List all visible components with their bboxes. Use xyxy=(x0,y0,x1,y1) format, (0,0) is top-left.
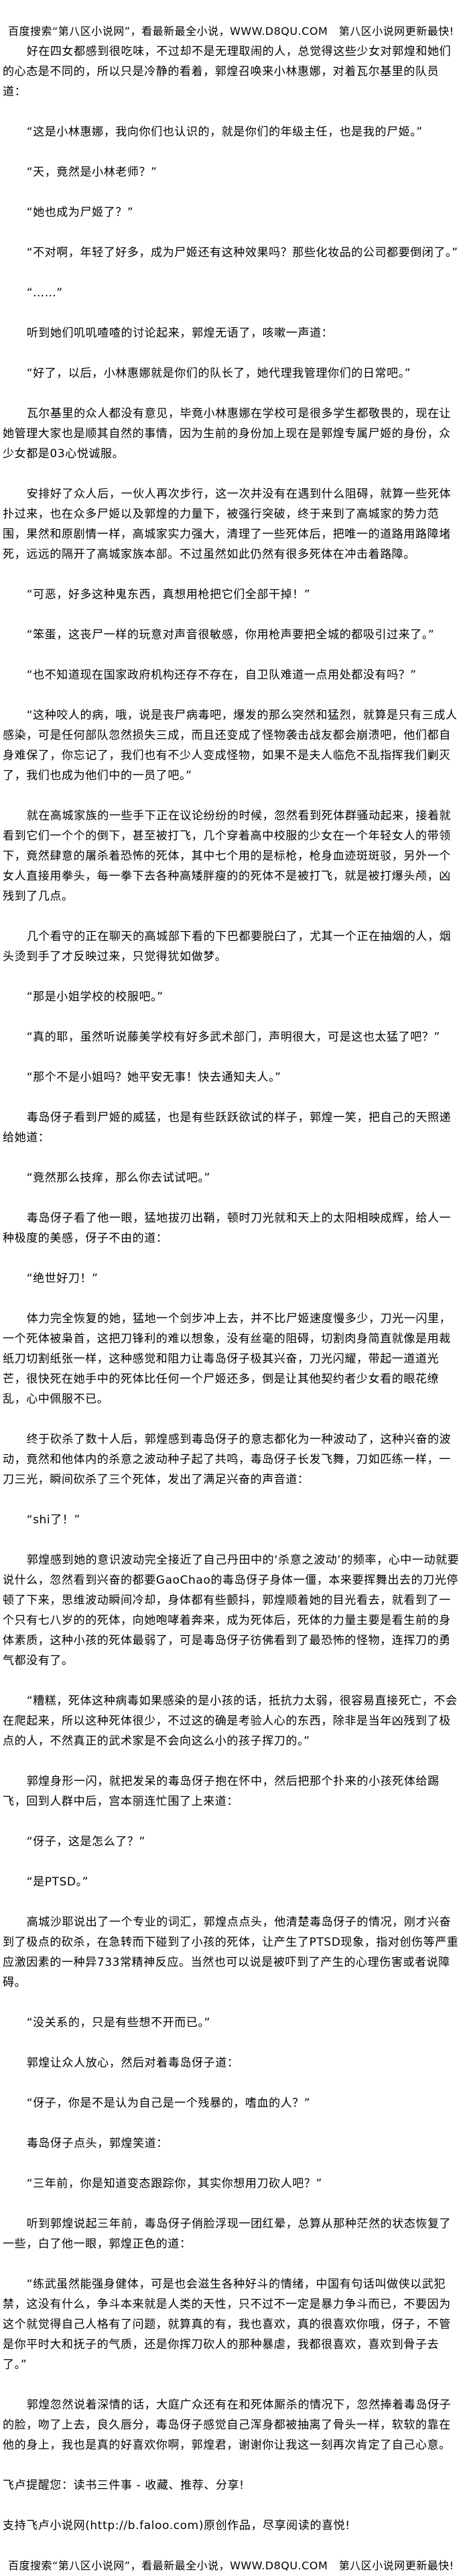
dialogue-paragraph: “是PTSD。” xyxy=(26,1875,89,1889)
dialogue-paragraph: “真的耶，虽然听说藤美学校有好多武术部门，声明很大，可是这也太猛了吧？” xyxy=(26,1031,440,1044)
dialogue-paragraph: “笨蛋，这丧尸一样的玩意对声音很敏感，你用枪声要把全城的都吸引过来了。” xyxy=(26,628,435,642)
paragraph: 毒岛伢子点头，郭煌笑道： xyxy=(26,2137,168,2150)
dialogue-paragraph: “不对啊，年轻了好多，成为尸姬还有这种效果吗？那些化妆品的公司都要倒闭了。” xyxy=(26,246,458,259)
dialogue-paragraph: “那是小姐学校的校服吧。” xyxy=(26,990,163,1004)
reading-reminder: 飞卢提醒您：读书三件事 - 收藏、推荐、分享! xyxy=(3,2479,245,2492)
dialogue-paragraph: “这种咬人的病，哦，说是丧尸病毒吧，爆发的那么突然和猛烈，就算是只有三成人感染，… xyxy=(3,709,458,782)
paragraph: 瓦尔基里的众人都没有意见，毕竟小林惠娜在学校可是很多学生都敬畏的，现在让她管理大… xyxy=(3,407,452,461)
support-note: 支持飞卢小说网(http://b.faloo.com)原创作品，尽享阅读的喜悦! xyxy=(3,2519,350,2532)
dialogue-paragraph: “这是小林惠娜，我向你们也认识的，就是你们的年级主任，也是我的尸姬。” xyxy=(26,125,423,139)
paragraph: 就在高城家族的一些手下正在议论纷纷的时候，忽然看到死体群骚动起来，接着就看到它们… xyxy=(3,809,452,903)
dialogue-paragraph: “伢子，你是不是认为自己是一个残暴的，嗜血的人？” xyxy=(26,2097,311,2110)
paragraph: 毒岛伢子看到尸姬的威猛，也是有些跃跃欲试的样子，郭煌一笑，把自己的天照递给她道： xyxy=(3,1111,452,1145)
paragraph: 体力完全恢复的她，猛地一个剑步冲上去，并不比尸姬速度慢多少，刀光一闪里，一个死体… xyxy=(3,1312,452,1406)
paragraph: 听到郭煌说起三年前，毒岛伢子俏脸浮现一团红晕，总算从那种茫然的状态恢复了一些，白… xyxy=(3,2217,452,2251)
dialogue-paragraph: “练武虽然能强身健体，可是也会滋生各种好斗的情绪，中国有句话叫做侠以武犯禁，这没… xyxy=(3,2278,451,2372)
dialogue-paragraph: “shi了！” xyxy=(26,1513,80,1527)
dialogue-paragraph: “也不知道现在国家政府机构还存不存在，自卫队难道一点用处都没有吗？” xyxy=(26,668,417,682)
dialogue-paragraph: “三年前，你是知道变态跟踪你，其实你想用刀砍人吧？” xyxy=(26,2177,322,2190)
dialogue-paragraph: “没关系的，只是有些想不开而已。” xyxy=(26,2016,211,2030)
dialogue-paragraph: “她也成为尸姬了？” xyxy=(26,206,134,219)
paragraph: 郭煌身形一闪，就把发呆的毒岛伢子抱在怀中，然后把那个扑来的小孩死体给踢飞，回到人… xyxy=(3,1775,440,1808)
dialogue-paragraph: “绝世好刀！” xyxy=(26,1272,98,1285)
dialogue-paragraph: “……” xyxy=(26,286,63,300)
chapter-body: 好在四女都感到很吃味，不过却不是无理取闹的人，总觉得这些少女对郭煌和她们的心态是… xyxy=(3,42,461,2455)
paragraph: 郭煌让众人放心，然后对着毒岛伢子道： xyxy=(26,2056,239,2070)
paragraph: 郭煌忽然说着深情的话，大庭广众还有在和死体厮杀的情况下，忽然捧着毒岛伢子的脸，吻… xyxy=(3,2398,452,2452)
dialogue-paragraph: “那个不是小姐吗？她平安无事！快去通知夫人。” xyxy=(26,1071,281,1084)
paragraph: 好在四女都感到很吃味，不过却不是无理取闹的人，总觉得这些少女对郭煌和她们的心态是… xyxy=(3,45,452,99)
paragraph: 安排好了众人后，一伙人再次步行，这一次并没有在遇到什么阻碍，就算一些死体扑过来，… xyxy=(3,487,452,561)
header-site-banner: 百度搜索“第八区小说网”，看最新最全小说，WWW.D8QU.COM 第八区小说网… xyxy=(8,25,454,38)
paragraph: 高城沙耶说出了一个专业的词汇，郭煌点点头，他清楚毒岛伢子的情况，刚才兴奋到了极点… xyxy=(3,1916,459,1989)
paragraph: 郭煌感到她的意识波动完全接近了自己丹田中的‘杀意之波动’的频率，心中一动就要说什… xyxy=(3,1554,460,1667)
dialogue-paragraph: “糟糕，死体这种病毒如果感染的是小孩的话，抵抗力太弱，很容易直接死亡，不会在爬起… xyxy=(3,1694,458,1748)
dialogue-paragraph: “天，竟然是小林老师？” xyxy=(26,166,157,179)
paragraph: 终于砍杀了数十人后，郭煌感到毒岛伢子的意志都化为一种波动了，这种兴奋的波动，竟然… xyxy=(3,1433,452,1486)
paragraph: 毒岛伢子看了他一眼，猛地拔刃出鞘，顿时刀光就和天上的太阳相映成辉，给人一种极度的… xyxy=(3,1212,452,1245)
dialogue-paragraph: “伢子，这是怎么了？” xyxy=(26,1835,145,1849)
dialogue-paragraph: “可恶，好多这种鬼东西，真想用枪把它们全部干掉！” xyxy=(26,588,311,601)
paragraph: 听到她们叽叽喳喳的讨论起来，郭煌无语了，咳嗽一声道： xyxy=(26,327,334,340)
dialogue-paragraph: “好了，以后，小林惠娜就是你们的队长了，她代理我管理你们的日常吧。” xyxy=(26,367,411,380)
dialogue-paragraph: “竟然那么技痒，那么你去试试吧。” xyxy=(26,1171,211,1185)
footer-site-banner: 百度搜索“第八区小说网”，看最新最全小说，WWW.D8QU.COM 第八区小说网… xyxy=(8,2559,454,2572)
paragraph: 几个看守的正在聊天的高城部下看的下巴都要脱臼了，尤其一个正在抽烟的人，烟头烫到手… xyxy=(3,930,452,963)
